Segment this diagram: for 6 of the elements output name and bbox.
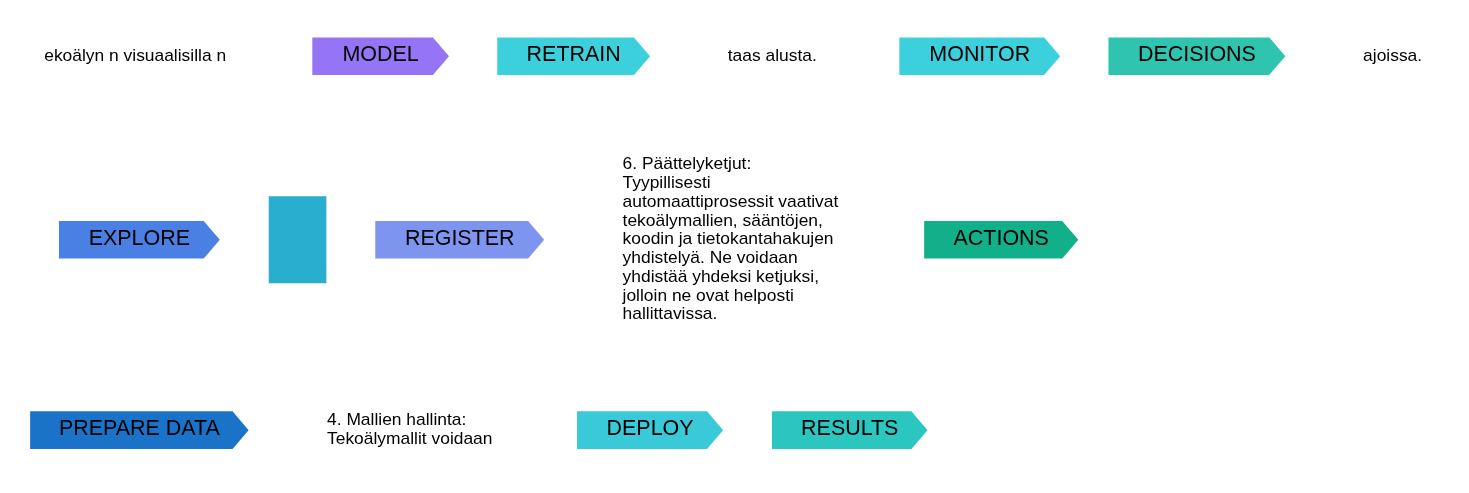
node-bar <box>268 196 327 284</box>
label: 4. Mallien hallinta: Tekoälymallit voidaan <box>327 409 493 449</box>
label: ajoissa. <box>1363 44 1423 65</box>
label: ekoälyn n visuaalisilla n <box>44 44 227 65</box>
label: taas alusta. <box>727 44 817 65</box>
label: 6. Päättelyketjut: Tyypillisesti automaattiprosessit vaativat tekoälymallien, sääntöjen, koodin ja tietokantahakujen yhdistelyä. Ne voidaan yhdistää yhdeksi ketjuksi, jolloin ne ovat helposti hallittavissa. <box>622 153 839 324</box>
